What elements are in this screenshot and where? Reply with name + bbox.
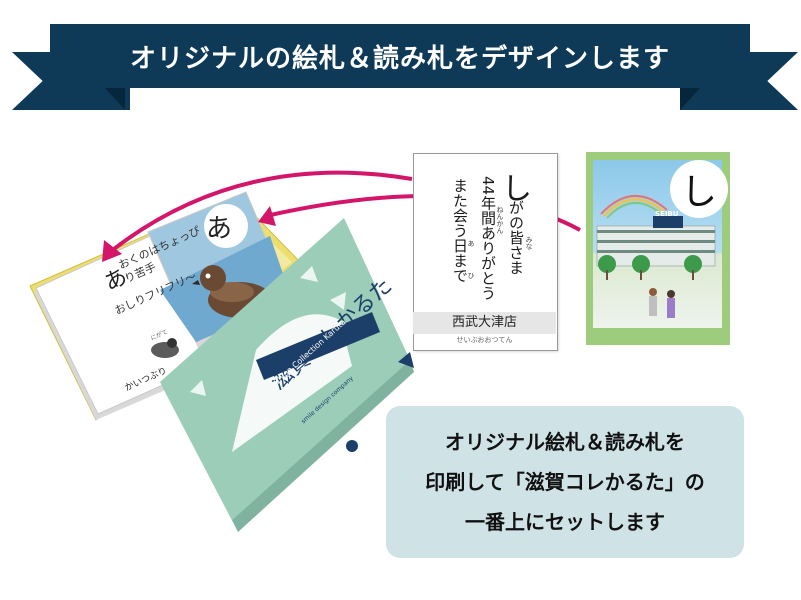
info-line3: 一番上にセットします [465, 510, 665, 534]
yomifuda-store: 西武大津店 [413, 312, 556, 334]
info-line2: 印刷して「滋賀コレかるた」の [425, 470, 705, 494]
efuda-kana: し [680, 172, 717, 213]
yomifuda-ruby-mina: みな [525, 236, 533, 250]
info-line1: オリジナル絵札＆読み札を [445, 430, 685, 454]
yomifuda-line2: 44年間ありがとう [479, 176, 497, 301]
yomifuda-line3: また会う日まで [451, 178, 469, 283]
yomifuda-ruby-a: あ [467, 240, 475, 247]
yomifuda-ruby-hi: ひ [467, 272, 475, 279]
yomifuda-line1: がの皆さま [507, 200, 525, 275]
yomifuda-kana: し [502, 172, 532, 207]
efuda-kana-circle: し [670, 160, 728, 218]
efuda-scene [596, 195, 716, 318]
yomifuda-store-ruby: せいぶおおつてん [456, 336, 513, 344]
efuda-store-sign: SEIBU [655, 210, 679, 218]
banner-title: オリジナルの絵札＆読み札をデザインします [129, 43, 670, 74]
efuda-illustration [593, 160, 722, 328]
info-box [386, 406, 744, 558]
banner: オリジナルの絵札＆読み札をデザインします [50, 24, 750, 88]
yomifuda-ruby-nenkan: ねんかん [496, 206, 504, 234]
box-right-card-kana: あ [206, 214, 233, 244]
